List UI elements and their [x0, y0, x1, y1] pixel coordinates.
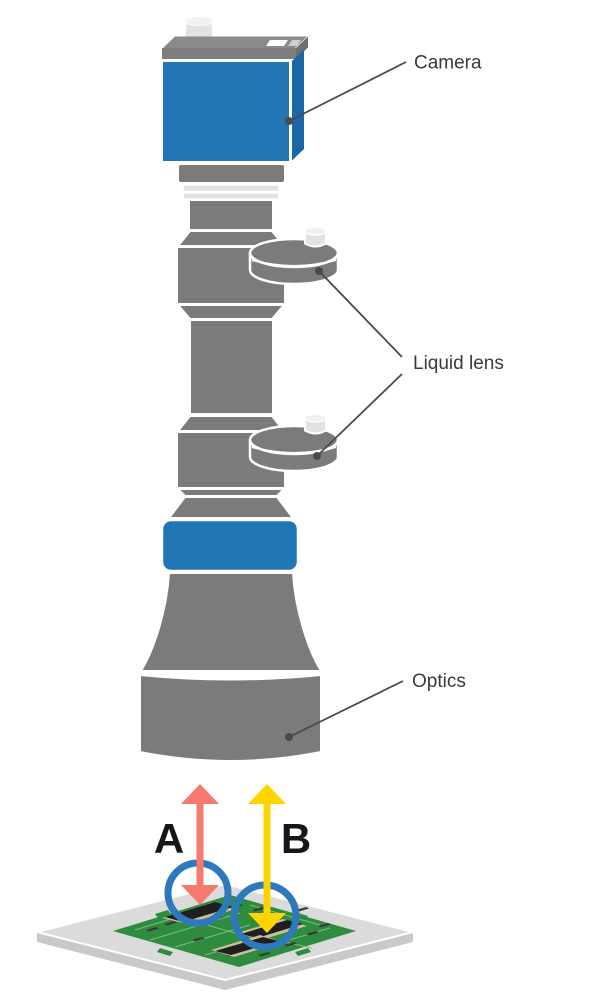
arrow-a: [181, 784, 219, 905]
base-plate-side: [37, 932, 413, 990]
arrow-b: [248, 784, 286, 933]
liquid-lens-label: Liquid lens: [413, 353, 504, 374]
pcb-chip-c: [211, 935, 283, 957]
camera-assembly: [162, 16, 308, 161]
camera-leader-line: [288, 61, 407, 122]
mount-ring-1: [182, 184, 280, 193]
liquid-lens-2-connector-top: [304, 413, 327, 423]
optics-leader-dot: [285, 733, 293, 741]
marker-b-label: B: [281, 815, 311, 862]
arrow-a-head-up: [181, 784, 219, 804]
camera-leader-dot: [285, 117, 293, 125]
optics-label: Optics: [412, 671, 466, 692]
optics-barrel: [139, 673, 322, 762]
liquid-lens-1-connector-top: [304, 226, 327, 236]
liquid-lens-1-rim-line: [251, 259, 337, 267]
camera-mount: [177, 163, 286, 184]
arrow-b-head-up: [248, 784, 286, 804]
camera-top-detail-2: [288, 40, 301, 46]
collar-1-bottom: [175, 304, 287, 320]
pcb-tab: [295, 948, 311, 956]
optics-cone: [139, 572, 323, 672]
target-scene: [36, 859, 414, 990]
camera-top-band: [162, 48, 296, 59]
camera-top-band-side: [296, 36, 308, 59]
liquid-lens-leader-line-2: [316, 373, 403, 457]
liquid-lens-leader-dot-1: [315, 267, 323, 275]
marker-a-label: A: [154, 815, 184, 862]
pcb-tab: [155, 910, 171, 918]
blue-ring: [160, 518, 300, 573]
pcb-tab: [157, 948, 173, 956]
camera-body-side: [292, 49, 304, 161]
liquid-lens-2-rim-line: [251, 446, 337, 454]
camera-top-detail: [266, 40, 288, 46]
tube-middle: [189, 319, 274, 415]
arrow-b-head-down: [248, 913, 286, 933]
collar-2-bottom: [175, 488, 287, 497]
liquid-lens-leader-line-1: [318, 270, 403, 358]
tube-upper: [188, 199, 274, 231]
liquid-lens-module-1: [248, 226, 340, 286]
lens-tube-stack: [139, 163, 323, 762]
pcb-chip-b: [237, 919, 307, 940]
liquid-lens-leader-dot-2: [313, 452, 321, 460]
callouts: Camera Liquid lens Optics: [285, 53, 504, 741]
camera-label: Camera: [414, 53, 482, 74]
arrow-a-head-down: [181, 885, 219, 905]
tube-expander: [166, 496, 296, 519]
optics-leader-line: [288, 680, 404, 738]
mount-ring-2: [182, 192, 280, 200]
camera-body: [163, 62, 289, 161]
liquid-lens-module-2: [248, 413, 340, 473]
